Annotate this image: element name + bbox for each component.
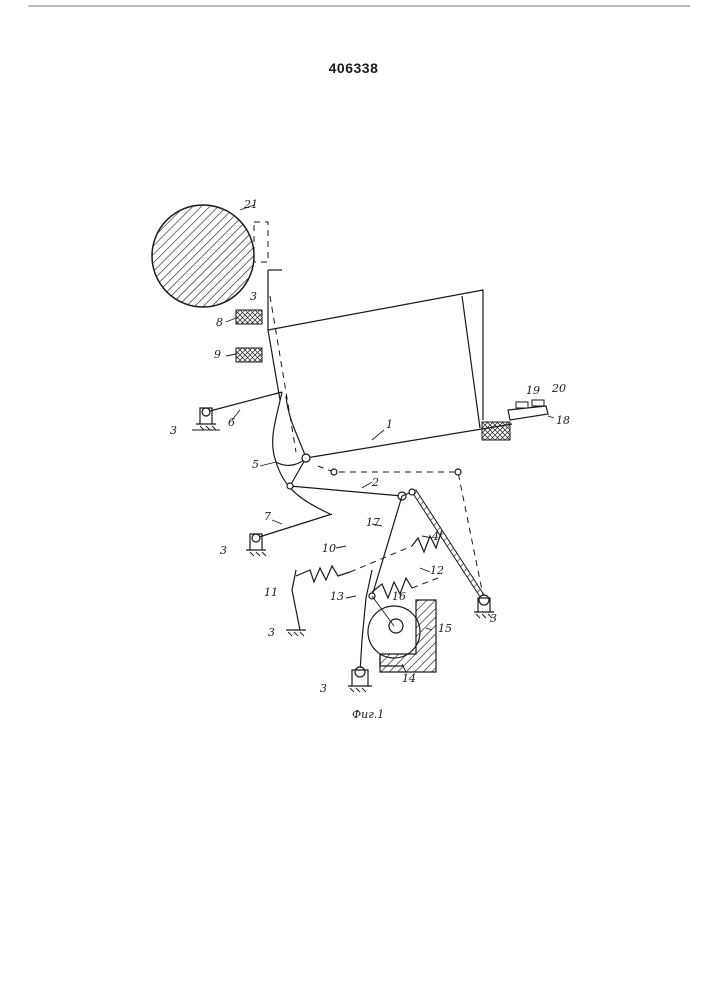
- pivot-7: [252, 534, 260, 542]
- lever-5-outer: [273, 392, 330, 514]
- leader-1: [372, 430, 384, 440]
- label-3d: 3: [490, 612, 497, 625]
- part-19: [516, 402, 528, 408]
- label-10: 10: [322, 542, 336, 555]
- pad-9: [236, 348, 262, 362]
- pivot-4-bottom: [479, 595, 489, 605]
- pad-right: [482, 422, 510, 440]
- label-5: 5: [252, 458, 259, 471]
- label-14: 14: [402, 672, 416, 685]
- cam-link: [372, 596, 394, 626]
- leader-12: [420, 568, 430, 572]
- spring-10-phantom: [350, 546, 412, 572]
- label-1: 1: [386, 418, 393, 431]
- spring-10-zigzag: [296, 566, 350, 582]
- plate-1: [306, 424, 512, 458]
- pivot-plate: [302, 454, 310, 462]
- label-3f: 3: [320, 682, 327, 695]
- leader-5: [260, 462, 276, 466]
- label-7: 7: [264, 510, 271, 523]
- pivot-phantom-a: [331, 469, 337, 475]
- link-2: [290, 486, 402, 496]
- label-3a: 3: [250, 290, 257, 303]
- label-2: 2: [371, 476, 379, 489]
- pad-8: [236, 310, 262, 324]
- ground-hatch-13: [350, 688, 366, 692]
- label-15: 15: [438, 622, 452, 635]
- frame-inner-right: [462, 296, 480, 428]
- label-11: 11: [264, 586, 278, 599]
- leader-8: [226, 318, 236, 322]
- label-12: 12: [430, 564, 444, 577]
- frame-left-edge: [268, 330, 280, 400]
- label-17: 17: [366, 516, 380, 529]
- leader-18: [548, 416, 554, 418]
- label-3b: 3: [170, 424, 177, 437]
- cam-16: [389, 619, 403, 633]
- link-2-upper: [290, 458, 306, 486]
- ground-hatch-11: [288, 632, 304, 636]
- label-16: 16: [392, 590, 406, 603]
- ground-hatch-7: [250, 552, 266, 556]
- leader-13: [346, 596, 356, 598]
- ground-hatch-6: [200, 426, 216, 430]
- frame-upper: [268, 270, 483, 420]
- link-6: [206, 392, 282, 412]
- label-6: 6: [228, 416, 235, 429]
- pivot-4-top: [409, 489, 415, 495]
- label-3e: 3: [268, 626, 275, 639]
- leader-10: [336, 546, 346, 548]
- label-4: 4: [431, 530, 439, 543]
- lever-11: [292, 570, 300, 630]
- pivot-6: [202, 408, 210, 416]
- label-19: 19: [526, 384, 540, 397]
- part-20: [532, 400, 544, 406]
- label-9: 9: [214, 348, 221, 361]
- label-3c: 3: [220, 544, 227, 557]
- label-20: 20: [551, 382, 566, 395]
- label-18: 18: [556, 414, 570, 427]
- lever-5-bend: [276, 458, 306, 465]
- link-17: [372, 496, 402, 596]
- label-21: 21: [243, 198, 258, 211]
- roller-phantom: [254, 222, 268, 262]
- leader-9: [226, 354, 236, 356]
- pivot-2-left: [287, 483, 293, 489]
- label-13: 13: [330, 590, 344, 603]
- roll-21: [152, 205, 254, 307]
- figure-caption: Фиг.1: [352, 708, 384, 721]
- lever-5-inner: [286, 396, 306, 458]
- leader-7: [272, 520, 282, 524]
- pivot-13-bottom: [355, 667, 365, 677]
- label-8: 8: [216, 316, 223, 329]
- pivot-phantom-b: [455, 469, 461, 475]
- leader-2: [362, 482, 372, 488]
- phantom-link: [318, 466, 484, 600]
- spring-12-phantom: [412, 578, 438, 588]
